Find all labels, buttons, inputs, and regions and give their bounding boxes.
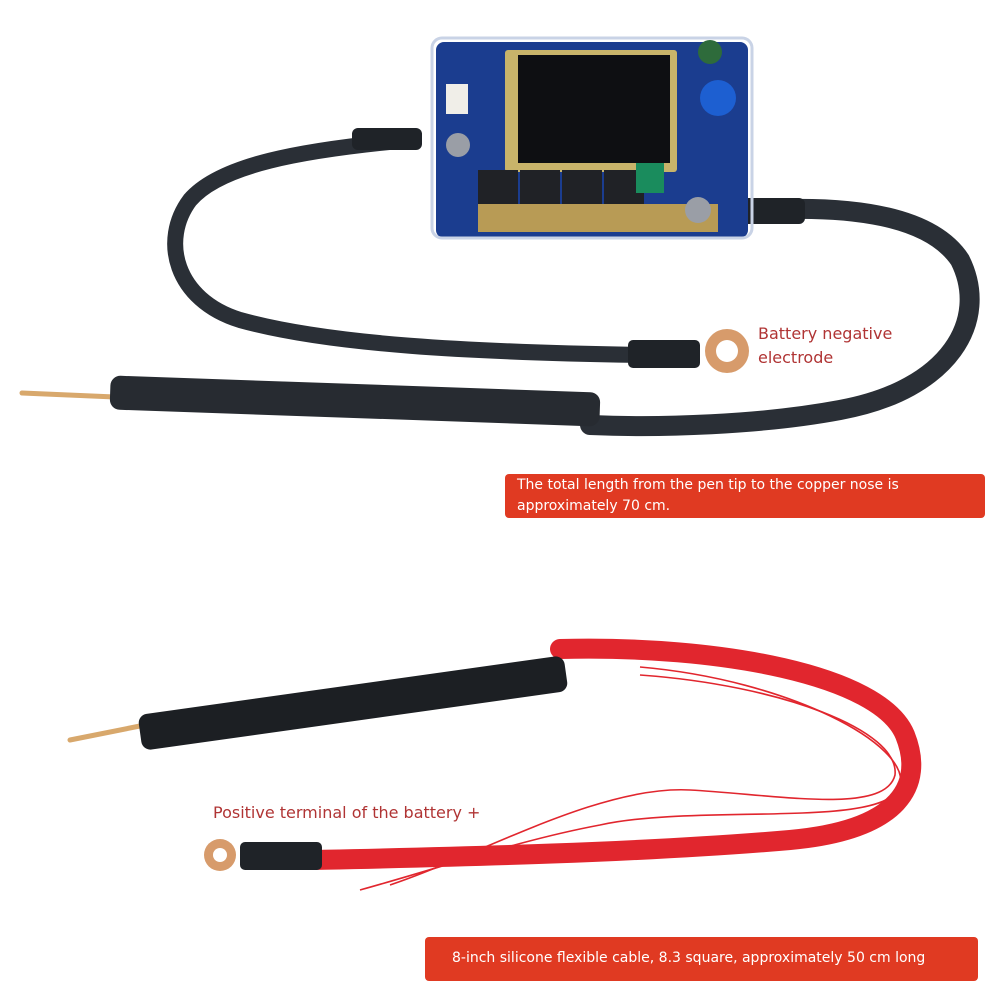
battery-negative-label: Battery negative electrode: [758, 324, 893, 367]
terminal-right: [685, 197, 711, 223]
terminal-left: [446, 133, 470, 157]
bottom-product-photo: Positive terminal of the battery +: [0, 535, 1001, 1001]
cable-spec-banner: 8-inch silicone flexible cable, 8.3 squa…: [425, 937, 978, 981]
black-cable-right: [580, 198, 980, 437]
welding-pen-black: [19, 375, 601, 427]
black-cable-left: [167, 132, 648, 363]
total-length-banner: The total length from the pen tip to the…: [505, 474, 985, 518]
positive-cable-photo: [67, 638, 922, 891]
negative-ring-terminal: [628, 329, 749, 373]
red-silicone-cable: [305, 638, 922, 870]
potentiometer-knob: [700, 80, 736, 116]
spot-welder-board-photo: [19, 36, 980, 437]
welding-pen-red: [67, 656, 568, 750]
top-product-photo: Battery negative electrode The total len…: [19, 36, 985, 518]
positive-ring-terminal: [204, 839, 322, 871]
control-board: [430, 36, 754, 240]
battery-positive-label: Positive terminal of the battery +: [213, 803, 481, 822]
copper-bus-bar: [478, 204, 718, 232]
shrink-sleeve-left: [352, 128, 422, 150]
